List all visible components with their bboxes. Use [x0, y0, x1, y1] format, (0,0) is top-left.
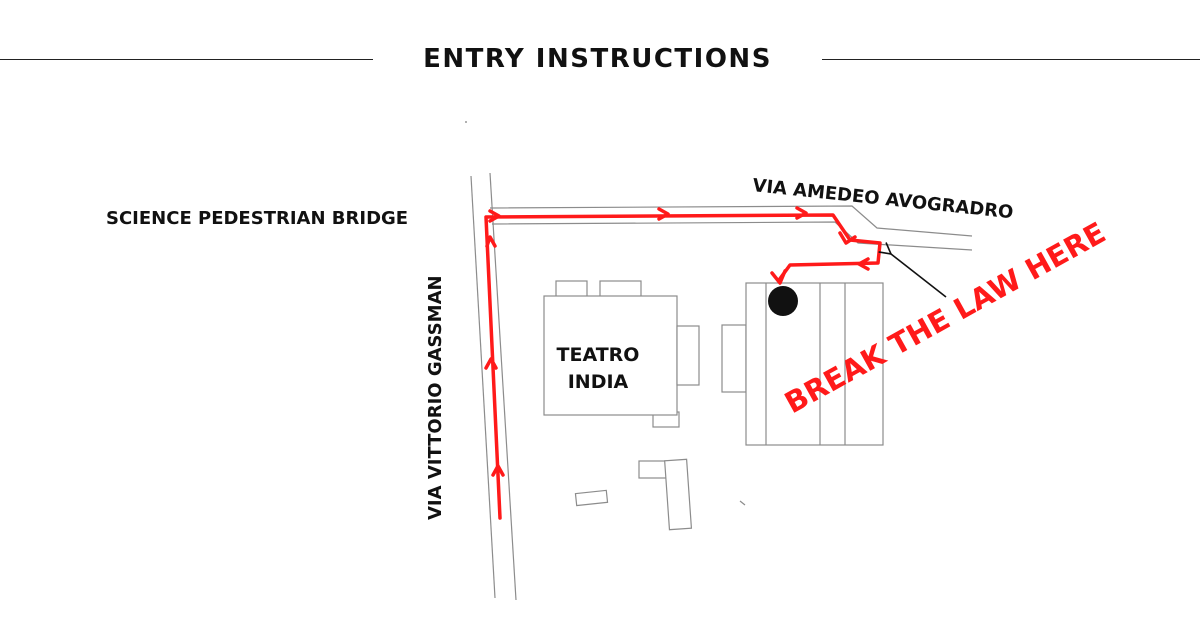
building-label-line2: INDIA [568, 371, 629, 393]
map-speck [465, 121, 467, 123]
header-rule-left [0, 59, 373, 60]
building-label-line1: TEATRO [557, 344, 640, 366]
building-east [721, 282, 884, 446]
bridge-label: SCIENCE PEDESTRIAN BRIDGE [106, 208, 408, 229]
header-rule-right [822, 59, 1200, 60]
callout-arrow [878, 242, 947, 298]
building-teatro-india [543, 280, 700, 428]
street-label-vittorio-gassman: VIA VITTORIO GASSMAN [425, 275, 446, 520]
entry-route [484, 206, 882, 520]
road-via-amedeo-avogradro [489, 205, 973, 251]
entry-point-marker [768, 286, 798, 316]
map-tick [739, 500, 746, 506]
page-title: ENTRY INSTRUCTIONS [423, 44, 772, 74]
small-structures [574, 458, 693, 531]
